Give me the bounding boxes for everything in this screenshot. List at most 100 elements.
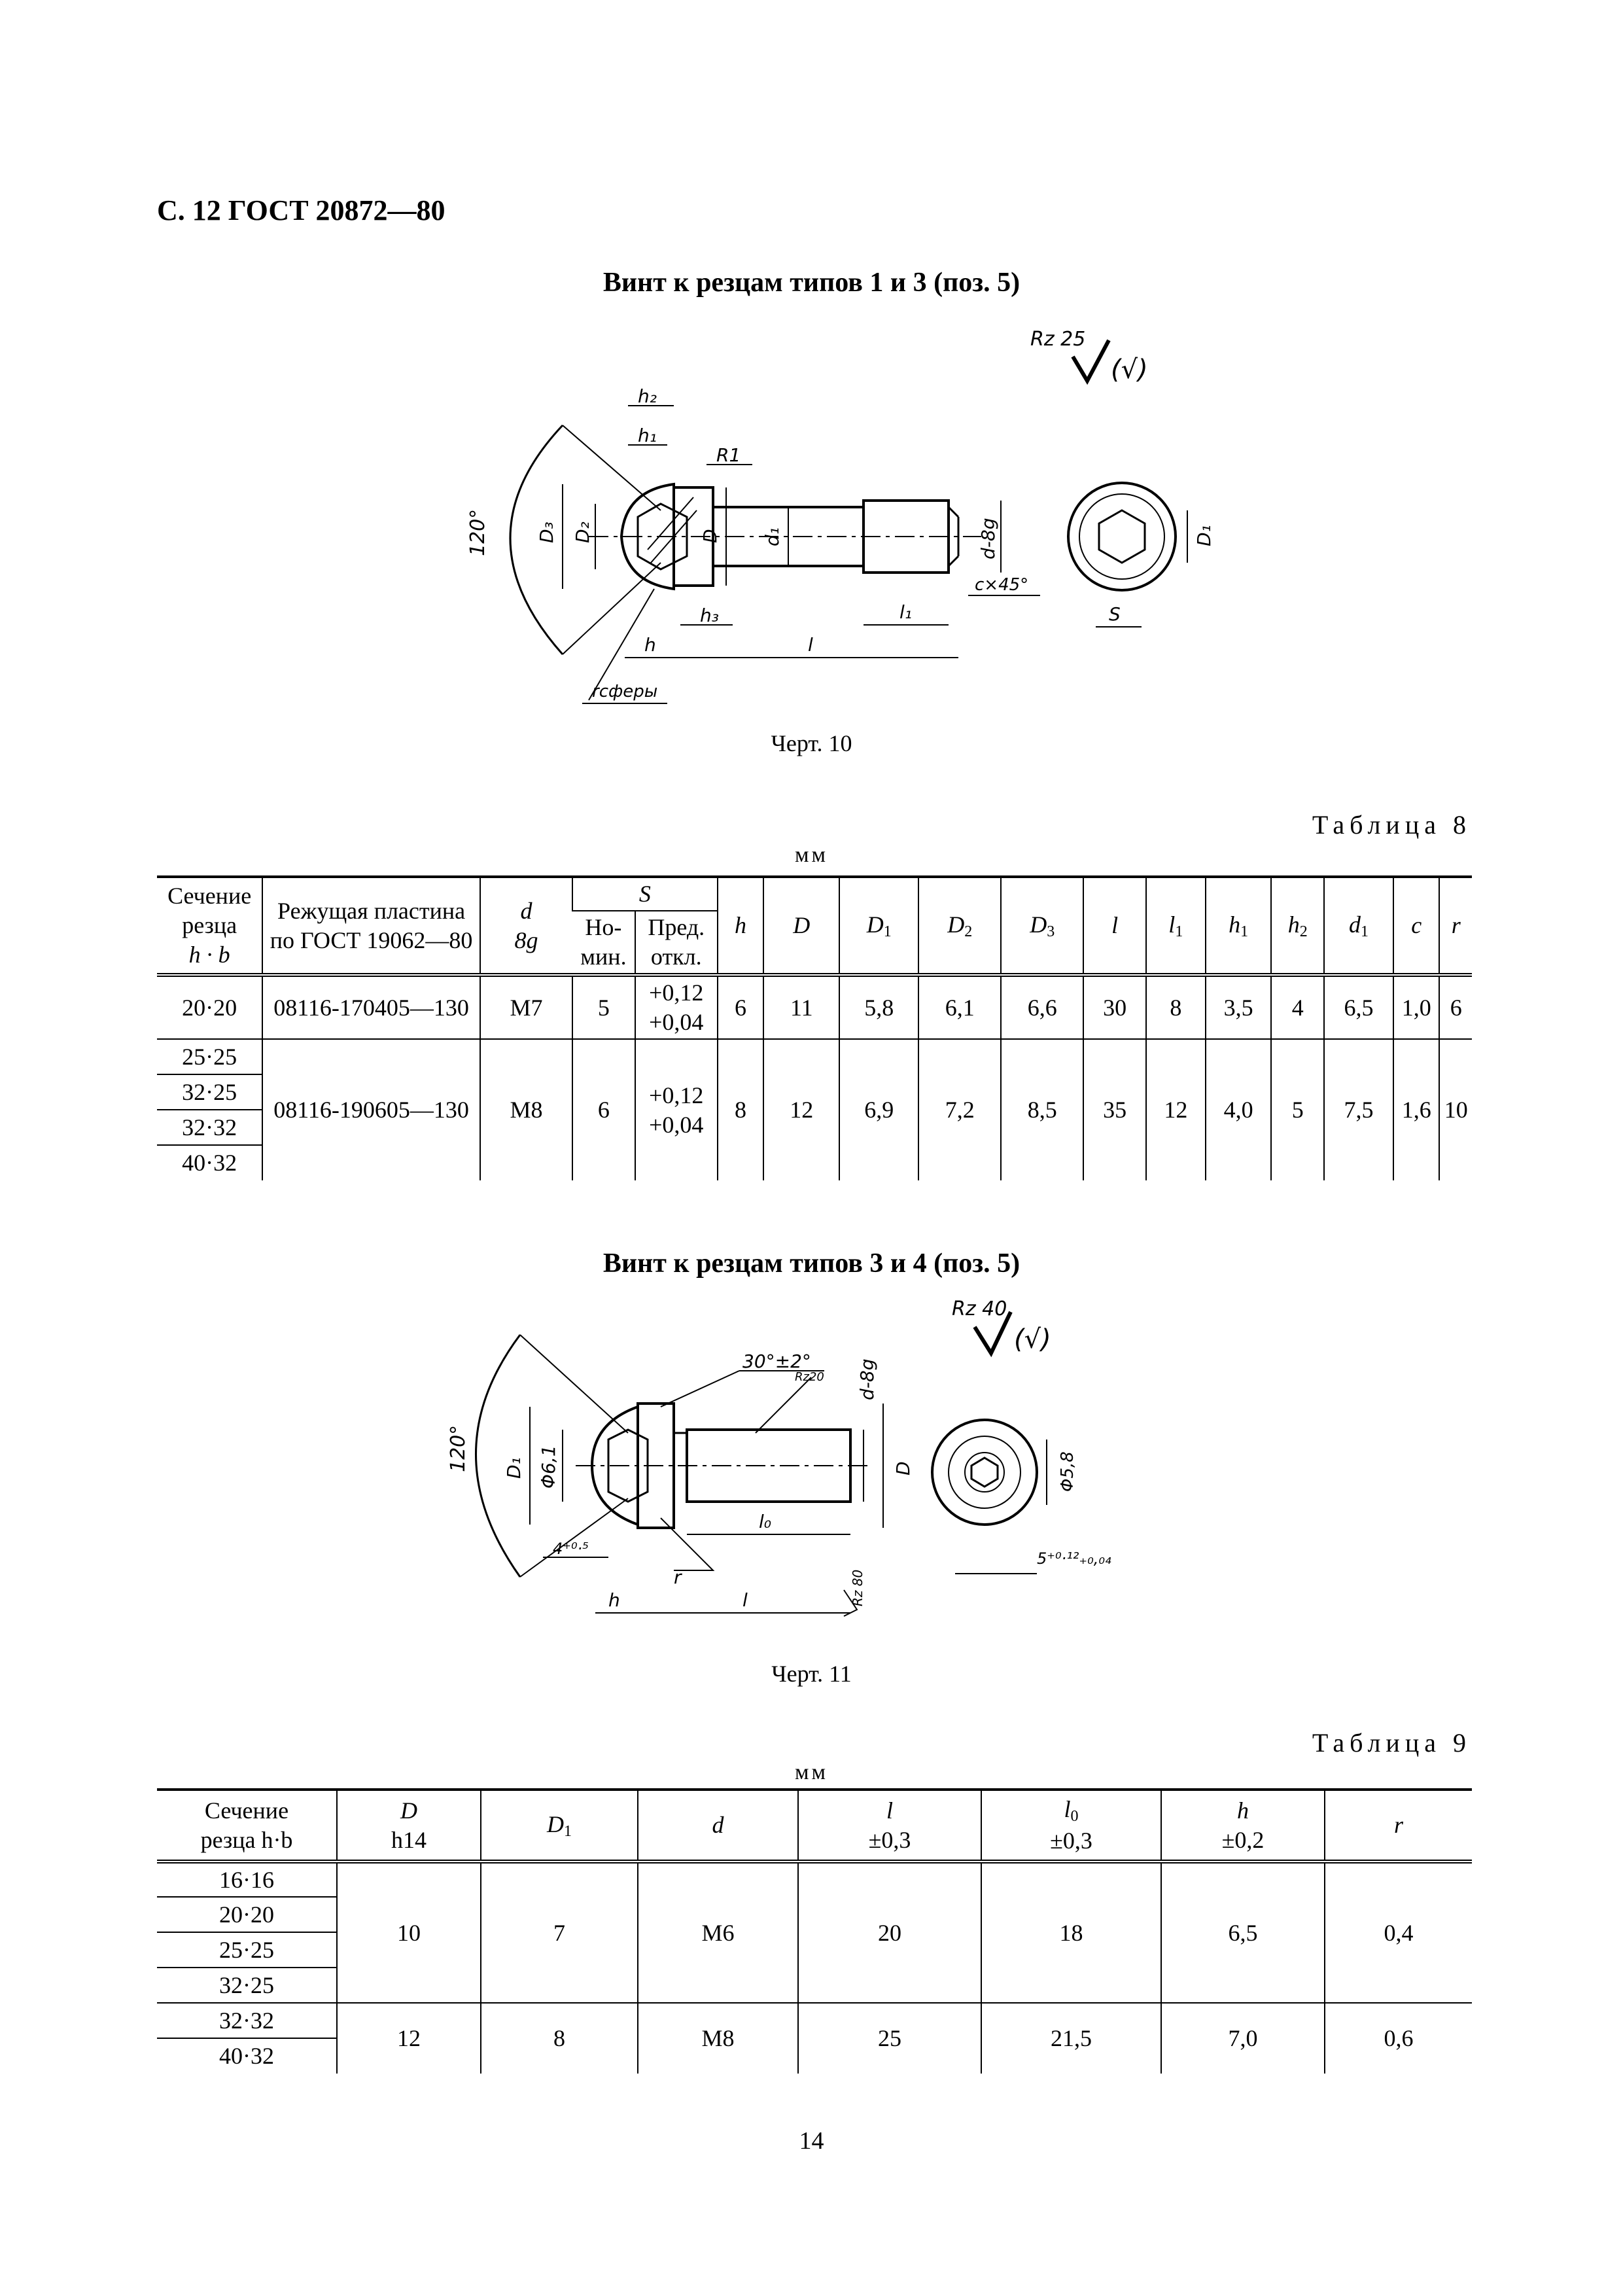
angle-label-1: 120° (466, 509, 489, 556)
dim-c45: c×45° (975, 575, 1028, 595)
dim-four: 4⁺⁰·⁵ (553, 1540, 589, 1558)
angle-label-2: 120° (447, 1425, 470, 1472)
t8-hdr-r: r (1439, 877, 1472, 977)
table-row: 32·32 12 8 M8 25 21,5 7,0 0,6 (157, 2002, 1472, 2074)
dim-d8g-2: d-8g (856, 1359, 878, 1400)
dim-r1: R1 (716, 444, 741, 466)
t9-g1-section-3: 32·25 (219, 1971, 274, 1998)
t8-r2-section-1: 32·25 (157, 1074, 263, 1110)
t9-hdr-r: r (1324, 1790, 1472, 1863)
t8-r2-plate: 08116-190605—130 (262, 1038, 480, 1180)
dim-h3: h₃ (700, 605, 719, 626)
dim-l1: l₁ (899, 601, 912, 623)
t8-r2-d: M8 (479, 1038, 573, 1180)
dim-S: S (1109, 603, 1121, 625)
t8-hdr-h: h (716, 877, 764, 977)
t8-r1-h2: 4 (1270, 975, 1325, 1039)
dim-D-2: D (892, 1461, 914, 1475)
table8-unit: мм (794, 843, 829, 867)
t8-r1-d: M7 (479, 975, 573, 1039)
t8-r2-section-0: 25·25 (157, 1038, 263, 1075)
roughness-paren-2: (√) (1014, 1324, 1051, 1354)
drawing10-caption: Черт. 10 (771, 730, 852, 756)
t8-r2-r: 10 (1439, 1038, 1472, 1180)
t8-r2-D3: 8,5 (1000, 1038, 1084, 1180)
t9-g1-l: 20 (797, 1862, 981, 2003)
screw-drawing-11: Rz 40 (√) 120° 30°±2° Rz20 d-8g D₁ Φ6,1 … (447, 1298, 1111, 1617)
t8-r1-c: 1,0 (1392, 975, 1440, 1039)
t8-hdr-plate: Режущая пластина по ГОСТ 19062—80 (262, 877, 480, 977)
page-header: С. 12 ГОСТ 20872—80 (157, 194, 445, 226)
t9-g2-l0: 21,5 (981, 2002, 1161, 2074)
t8-hdr-l: l (1083, 877, 1146, 977)
t8-r2-h2: 5 (1270, 1038, 1325, 1180)
t9-g2-section-1: 40·32 (219, 2043, 274, 2069)
t9-g2-r: 0,6 (1324, 2002, 1472, 2074)
t9-g1-section-2: 25·25 (157, 1932, 337, 1968)
dim-d8g: d-8g (977, 518, 999, 559)
roughness-check-icon (1071, 339, 1111, 385)
t8-hdr-S-nom: Но- мин. (572, 911, 635, 977)
t8-hdr-c: c (1392, 877, 1440, 977)
t9-g1-section-0: 16·16 (157, 1862, 337, 1898)
t9-hdr-l0: l0±0,3 (981, 1790, 1161, 1863)
t8-r2-D: 12 (763, 1038, 840, 1180)
t9-g1-section-1: 20·20 (157, 1897, 337, 1933)
t8-hdr-D: D (763, 877, 840, 977)
t8-r1-snom: 5 (572, 975, 635, 1039)
t8-hdr-S: S (572, 877, 718, 911)
t8-r2-D1: 6,9 (839, 1038, 919, 1180)
dim-D1-2: D₁ (503, 1457, 525, 1479)
t8-r1-d1: 6,5 (1323, 975, 1393, 1039)
t8-r2-h1: 4,0 (1204, 1038, 1272, 1180)
dim-h: h (644, 634, 656, 656)
roughness-check-icon-2 (973, 1311, 1013, 1358)
t8-hdr-d1: d1 (1323, 877, 1393, 977)
t9-g1-h: 6,5 (1161, 1862, 1325, 2003)
t8-r1-D: 11 (763, 975, 840, 1039)
t8-r1-D3: 6,6 (1000, 975, 1084, 1039)
roughness-paren-1: (√) (1111, 355, 1148, 385)
drawing11-caption: Черт. 11 (771, 1661, 852, 1687)
t8-r1-D1: 5,8 (839, 975, 919, 1039)
dim-rz20: Rz20 (795, 1370, 824, 1384)
section1-title: Винт к резцам типов 1 и 3 (поз. 5) (602, 268, 1021, 298)
dim-phi58: Φ5,8 (1058, 1451, 1077, 1492)
dim-l: l (808, 634, 813, 656)
t8-r1-section: 20·20 (182, 994, 237, 1021)
t9-g1-D: 10 (336, 1862, 481, 2003)
dim-h1: h₁ (638, 425, 657, 446)
t9-hdr-h: h±0,2 (1161, 1790, 1325, 1863)
t9-hdr-l: l±0,3 (797, 1790, 981, 1863)
t8-r2-section-2: 32·32 (157, 1110, 263, 1146)
t8-r1-l1: 8 (1145, 975, 1206, 1039)
t8-hdr-D1: D1 (839, 877, 919, 977)
dim-h-2: h (608, 1589, 620, 1611)
table9-label: Таблица 9 (1312, 1728, 1471, 1757)
t8-hdr-h2: h2 (1270, 877, 1325, 977)
t8-r1-h: 6 (716, 975, 764, 1039)
t8-hdr-D3: D3 (1000, 877, 1084, 977)
t9-g2-D: 12 (336, 2002, 481, 2074)
dim-h2: h₂ (638, 385, 657, 407)
t9-g2-D1: 8 (480, 2002, 638, 2074)
dim-rz80: Rz 80 (850, 1570, 865, 1606)
table8-subheader-row: Но- мин. Пред. откл. (157, 911, 1472, 977)
dim-D1-end: D₁ (1193, 525, 1215, 546)
t8-r2-c: 1,6 (1392, 1038, 1440, 1180)
dim-d2: D₂ (572, 521, 593, 543)
table-row: 25·25 08116-190605—130 M8 6 +0,12+0,04 8… (157, 1038, 1472, 1180)
page-number: 14 (799, 2127, 824, 2155)
screw-drawing-10: Rz 25 (√) 120° h₂ h₁ R1 D₃ D₂ D d₁ d-8g … (466, 328, 1215, 704)
dim-l0: l₀ (759, 1511, 771, 1532)
t9-g2-h: 7,0 (1161, 2002, 1325, 2074)
dim-r-2: r (674, 1566, 682, 1588)
t9-hdr-d: d (637, 1790, 798, 1863)
t8-r2-l1: 12 (1145, 1038, 1206, 1180)
t9-g1-d: M6 (637, 1862, 798, 2003)
